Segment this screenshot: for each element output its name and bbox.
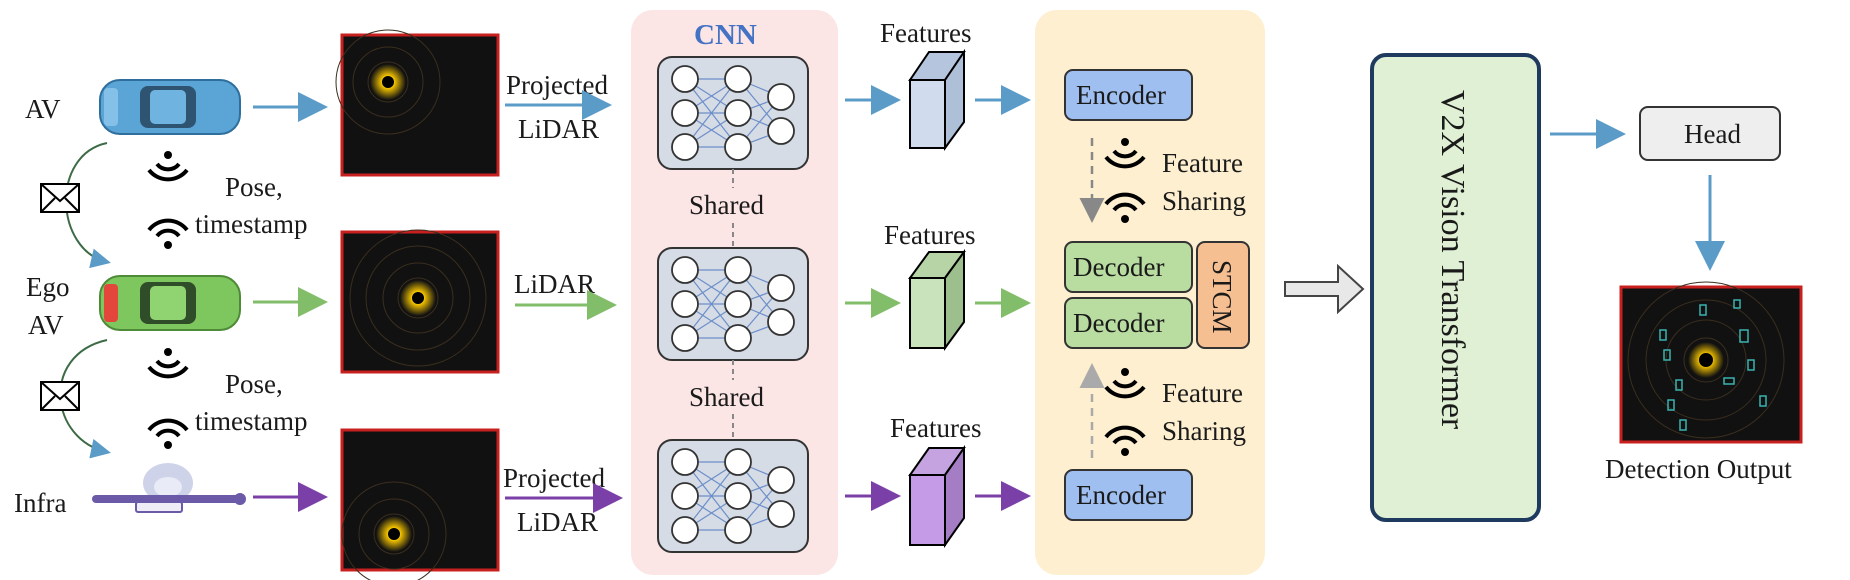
features-label-mid: Features (884, 220, 975, 250)
input-label-lidar: LiDAR (514, 269, 595, 299)
decoder-2-label: Decoder (1073, 308, 1164, 338)
pose-label-line2: timestamp (195, 209, 307, 239)
envelope-icon (40, 381, 80, 411)
decoder-1 (1064, 241, 1193, 293)
head-block (1639, 106, 1781, 161)
encoder-top (1064, 69, 1193, 121)
encoder-bottom (1064, 469, 1193, 521)
v2x-transformer-label: V2X Vision Transformer (1434, 90, 1471, 430)
lidar-scan-icon (340, 229, 500, 374)
wifi-icon (147, 346, 189, 379)
agent-label-ego-line1: Ego (26, 272, 70, 302)
car-blue-icon (99, 79, 241, 135)
feature-block-icon (908, 248, 966, 352)
agent-label-ego-line2: AV (28, 310, 64, 340)
cnn-title: CNN (694, 19, 757, 51)
input-label-projected-top-2: LiDAR (518, 114, 599, 144)
decoder-2 (1064, 297, 1193, 349)
pose-label-line2-bottom: timestamp (195, 406, 307, 436)
detection-output-label: Detection Output (1605, 454, 1792, 484)
head-label: Head (1684, 119, 1741, 149)
input-label-projected-top-1: Projected (506, 70, 608, 100)
stcm-block (1196, 241, 1250, 349)
feature-sharing-bottom-2: Sharing (1162, 416, 1246, 446)
feature-sharing-top-2: Sharing (1162, 186, 1246, 216)
decoder-1-label: Decoder (1073, 252, 1164, 282)
input-label-projected-bottom-2: LiDAR (517, 507, 598, 537)
neural-net-icon (657, 56, 809, 170)
detection-output-icon (1619, 281, 1803, 444)
wifi-icon (147, 149, 189, 182)
wifi-icon (147, 218, 189, 251)
neural-net-icon (657, 439, 809, 553)
agent-label-av: AV (25, 94, 61, 124)
rsu-infra-icon (92, 463, 246, 513)
envelope-icon (40, 183, 80, 213)
lidar-scan-icon (340, 428, 500, 580)
big-arrow-icon (1284, 263, 1365, 315)
wifi-icon (147, 418, 189, 451)
lidar-scan-icon (335, 29, 500, 177)
encoder-top-label: Encoder (1076, 80, 1166, 110)
shared-label-top: Shared (689, 190, 764, 220)
neural-net-icon (657, 247, 809, 361)
encoder-bottom-label: Encoder (1076, 480, 1166, 510)
feature-block-icon (908, 48, 966, 152)
car-green-icon (99, 275, 241, 331)
stcm-label: STCM (1207, 260, 1237, 334)
v2x-transformer-block (1370, 53, 1541, 522)
feature-block-icon (908, 444, 966, 549)
pose-label-line1: Pose, (225, 172, 283, 202)
feature-sharing-top-1: Feature (1162, 148, 1243, 178)
input-label-projected-bottom-1: Projected (503, 463, 605, 493)
agent-label-infra: Infra (14, 488, 66, 518)
pose-label-line1-bottom: Pose, (225, 369, 283, 399)
feature-sharing-bottom-1: Feature (1162, 378, 1243, 408)
features-label-bottom: Features (890, 413, 981, 443)
shared-label-bottom: Shared (689, 382, 764, 412)
features-label-top: Features (880, 18, 971, 48)
